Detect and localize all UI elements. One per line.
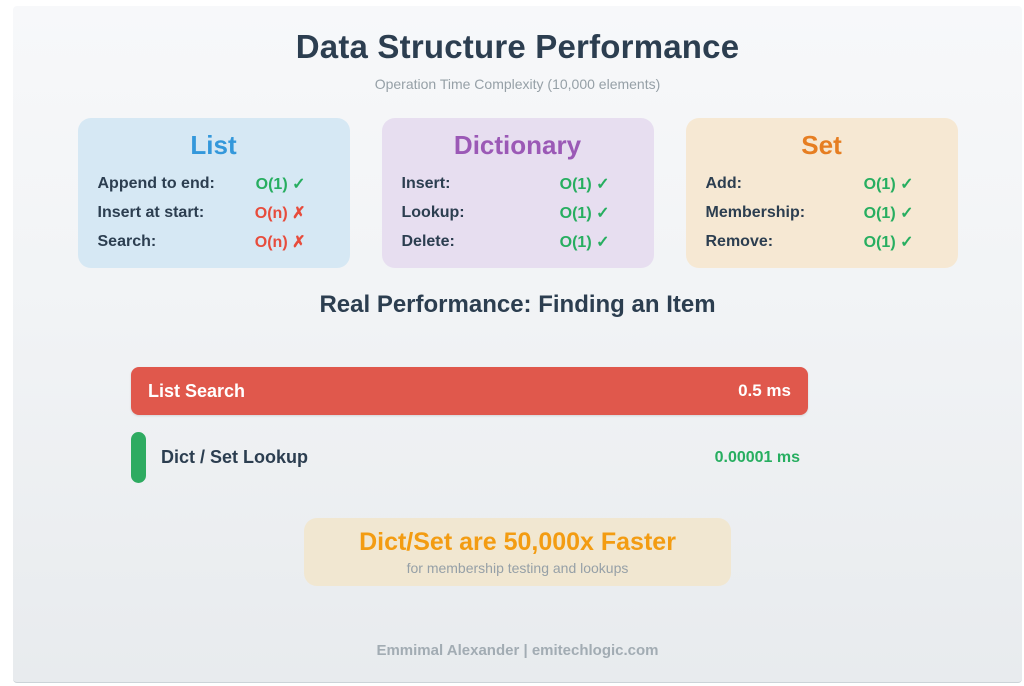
speedup-callout-subtitle: for membership testing and lookups	[406, 560, 629, 576]
operation-label: Delete:	[401, 232, 455, 250]
complexity-row: Remove: O(1) ✓	[686, 227, 958, 256]
complexity-row: Add: O(1) ✓	[686, 169, 958, 198]
bar-list-search: List Search 0.5 ms	[131, 367, 808, 415]
complexity-row: Membership: O(1) ✓	[686, 198, 958, 227]
chart-title: Real Performance: Finding an Item	[319, 291, 716, 318]
bar-value: 0.00001 ms	[714, 448, 800, 466]
cross-icon: ✗	[292, 204, 306, 222]
poster-canvas: Data Structure Performance Operation Tim…	[13, 6, 1022, 683]
complexity-row: Search: O(n) ✗	[78, 227, 350, 256]
operation-label: Membership:	[705, 203, 806, 221]
operation-label: Remove:	[705, 232, 774, 250]
complexity-row: Insert at start: O(n) ✗	[78, 198, 350, 227]
complexity-row: Delete: O(1) ✓	[382, 227, 654, 256]
card-list: List Append to end: O(1) ✓ Insert at sta…	[77, 118, 350, 268]
check-icon: ✓	[596, 233, 610, 251]
complexity-row: Insert: O(1) ✓	[382, 169, 654, 198]
operation-label: Append to end:	[97, 174, 215, 192]
operation-label: Lookup:	[401, 203, 465, 221]
complexity-value: O(1)	[863, 233, 896, 251]
check-icon: ✓	[596, 175, 610, 193]
speedup-callout-title: Dict/Set are 50,000x Faster	[359, 528, 676, 556]
complexity-value: O(1)	[559, 175, 592, 193]
operation-label: Insert at start:	[97, 203, 205, 221]
page-subtitle: Operation Time Complexity (10,000 elemen…	[374, 76, 661, 92]
operation-label: Insert:	[401, 174, 451, 192]
performance-bar-chart: List Search 0.5 ms Dict / Set Lookup 0.0…	[131, 367, 808, 483]
cross-icon: ✗	[292, 233, 306, 251]
check-icon: ✓	[596, 204, 610, 222]
bar-label: Dict / Set Lookup	[161, 447, 309, 467]
operation-label: Add:	[705, 174, 742, 192]
card-dictionary-rows: Insert: O(1) ✓ Lookup: O(1) ✓ Delete: O(…	[382, 169, 654, 256]
complexity-value: O(1)	[863, 204, 896, 222]
complexity-cards-row: List Append to end: O(1) ✓ Insert at sta…	[13, 118, 1022, 268]
complexity-value: O(n)	[254, 233, 288, 251]
complexity-value: O(1)	[559, 233, 592, 251]
card-dictionary-title: Dictionary	[453, 130, 582, 160]
complexity-value: O(n)	[254, 204, 288, 222]
bar-label: List Search	[148, 380, 246, 401]
check-icon: ✓	[900, 204, 914, 222]
bar-value: 0.5 ms	[738, 381, 791, 400]
check-icon: ✓	[292, 175, 306, 193]
operation-label: Search:	[97, 232, 157, 250]
complexity-value: O(1)	[559, 204, 592, 222]
card-set: Set Add: O(1) ✓ Membership: O(1) ✓ Remov…	[685, 118, 958, 268]
card-set-rows: Add: O(1) ✓ Membership: O(1) ✓ Remove: O…	[686, 169, 958, 256]
bar-dict-set-lookup: Dict / Set Lookup 0.00001 ms	[131, 432, 808, 483]
card-list-title: List	[190, 130, 237, 160]
card-set-title: Set	[801, 130, 842, 160]
tiny-bar	[131, 432, 146, 483]
complexity-value: O(1)	[863, 175, 896, 193]
check-icon: ✓	[900, 175, 914, 193]
speedup-callout: Dict/Set are 50,000x Faster for membersh…	[304, 518, 731, 586]
footer-credit: Emmimal Alexander | emitechlogic.com	[376, 642, 659, 659]
complexity-row: Lookup: O(1) ✓	[382, 198, 654, 227]
page-title: Data Structure Performance	[295, 28, 740, 65]
card-dictionary: Dictionary Insert: O(1) ✓ Lookup: O(1) ✓…	[381, 118, 654, 268]
complexity-value: O(1)	[255, 175, 288, 193]
check-icon: ✓	[900, 233, 914, 251]
complexity-row: Append to end: O(1) ✓	[78, 169, 350, 198]
card-list-rows: Append to end: O(1) ✓ Insert at start: O…	[78, 169, 350, 256]
